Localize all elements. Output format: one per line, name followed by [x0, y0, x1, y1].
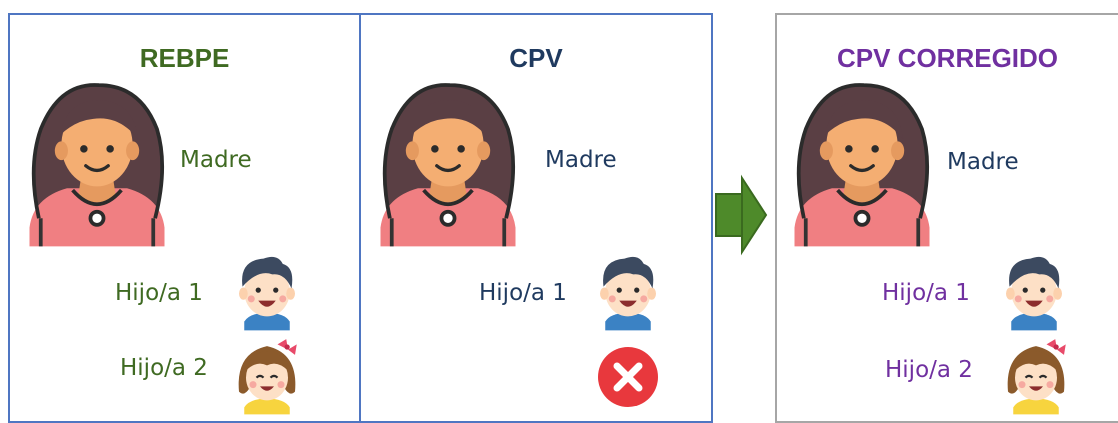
missing-icon: [598, 347, 658, 407]
child1-label: Hijo/a 1: [882, 280, 970, 306]
panel-title: CPV CORREGIDO: [836, 43, 1059, 73]
panel-rebpe: REBPE Madre Hijo/a 1 Hijo/a 2: [10, 15, 359, 410]
mother-label: Madre: [545, 147, 617, 173]
son-icon: [232, 251, 302, 331]
panel-title: REBPE: [139, 43, 230, 73]
panel-cpv: CPV Madre Hijo/a 1: [361, 15, 711, 410]
child2-label: Hijo/a 2: [120, 355, 208, 381]
panel-cpv-corregido: CPV CORREGIDO Madre Hijo/a 1 Hijo/a 2: [775, 13, 1118, 423]
mother-icon: [373, 77, 523, 247]
right-arrow-icon: [715, 174, 768, 256]
child1-label: Hijo/a 1: [479, 280, 567, 306]
mother-icon: [22, 77, 172, 247]
panel-title: CPV: [509, 43, 563, 73]
son-icon: [999, 251, 1069, 331]
panel-divider: [359, 13, 361, 423]
mother-icon: [787, 77, 937, 247]
child1-label: Hijo/a 1: [115, 280, 203, 306]
mother-label: Madre: [180, 147, 252, 173]
daughter-icon: [232, 335, 302, 415]
daughter-icon: [1001, 335, 1071, 415]
mother-label: Madre: [947, 149, 1019, 175]
son-icon: [593, 251, 663, 331]
child2-label: Hijo/a 2: [885, 357, 973, 383]
